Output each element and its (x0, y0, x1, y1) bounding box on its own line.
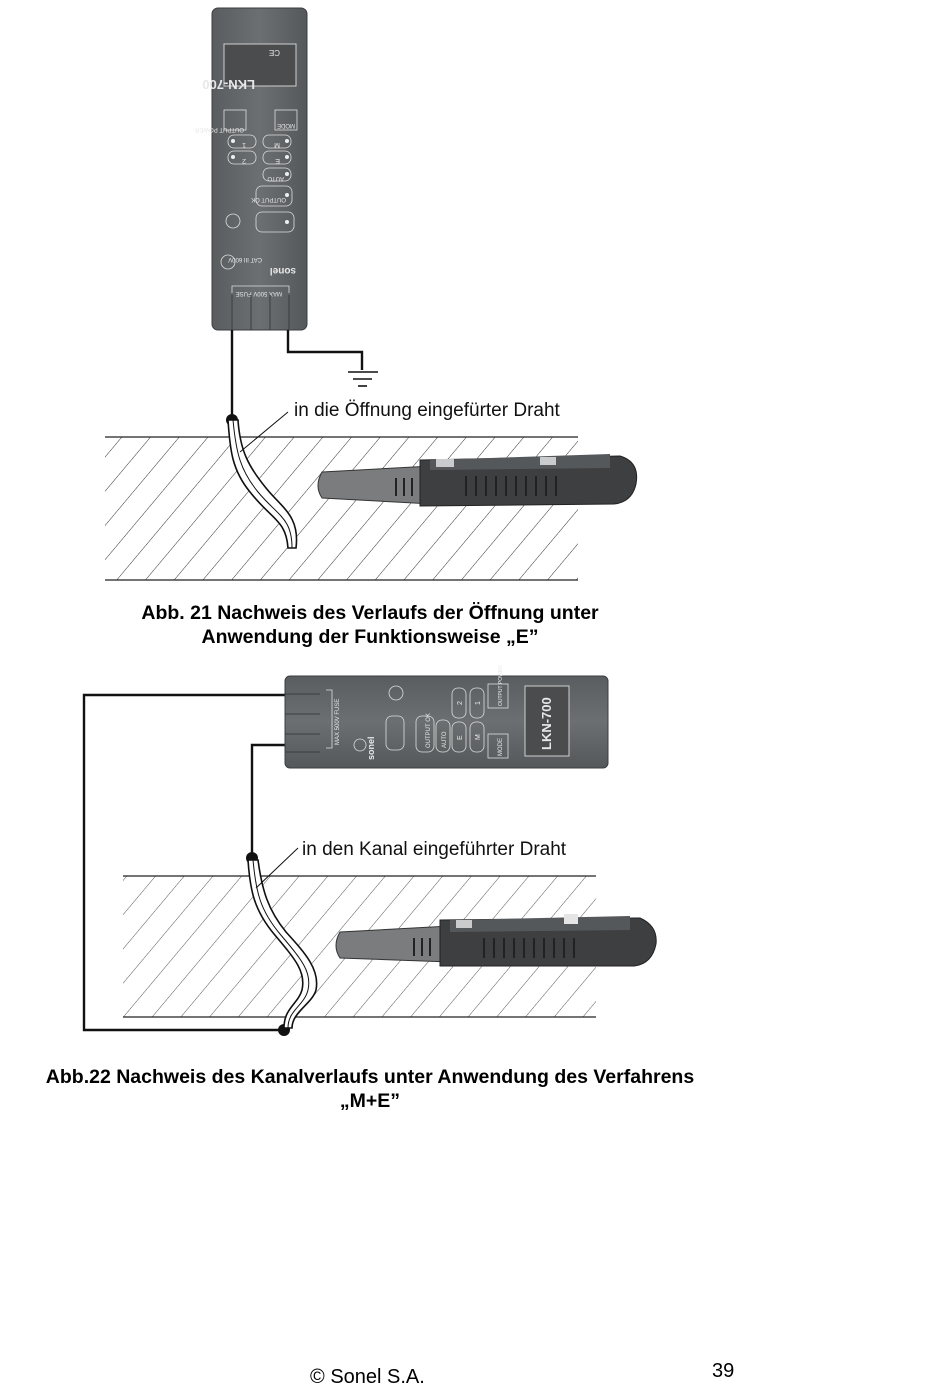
company-name: Sonel S.A. (330, 1366, 425, 1388)
wiring (230, 330, 364, 418)
label-pointer-2 (255, 847, 299, 889)
svg-text:2: 2 (242, 157, 246, 164)
figure-22-caption: Abb.22 Nachweis des Kanalverlaufs unter … (10, 1065, 730, 1113)
svg-text:M: M (475, 734, 482, 740)
figure-21-caption: Abb. 21 Nachweis des Verlaufs der Öffnun… (40, 601, 700, 649)
svg-text:1: 1 (242, 141, 246, 148)
svg-text:AUTO: AUTO (442, 731, 448, 748)
inserted-wire (227, 419, 298, 549)
svg-text:MAX 500V FUSE: MAX 500V FUSE (236, 290, 282, 296)
svg-text:CE: CE (269, 48, 280, 57)
svg-text:OUTPUT OK: OUTPUT OK (251, 196, 286, 202)
svg-text:MODE: MODE (498, 738, 504, 756)
svg-text:MAX 500V FUSE: MAX 500V FUSE (335, 699, 341, 745)
svg-text:OUTPUT POWER: OUTPUT POWER (498, 665, 504, 706)
figure-21-caption-line-1: Abb. 21 Nachweis des Verlaufs der Öffnun… (141, 602, 599, 624)
ground-symbol (348, 371, 378, 387)
svg-text:M: M (274, 141, 280, 148)
figure-22-caption-line-2: „M+E” (339, 1090, 401, 1112)
page-number: 39 (712, 1360, 735, 1382)
figure-21-wire-label: in die Öffnung eingefürter Draht (294, 400, 560, 421)
svg-text:OUTPUT OK: OUTPUT OK (426, 713, 432, 748)
figure-21-illustration: LKN-700 CE OUTPUT POWER MODE OUTPUT OK A… (105, 7, 638, 581)
svg-text:AUTO: AUTO (267, 175, 284, 181)
receiver-device-2 (335, 914, 657, 967)
receiver-device (317, 454, 638, 507)
footer-copyright: © Sonel S.A. (310, 1366, 425, 1389)
inserted-wire-2 (247, 859, 318, 1029)
loop-wiring (82, 693, 286, 1032)
svg-text:E: E (457, 735, 464, 740)
svg-text:1: 1 (475, 701, 482, 705)
svg-text:CAT III 600V: CAT III 600V (228, 256, 262, 262)
copyright-symbol: © (310, 1366, 325, 1388)
figure-22-illustration: MAX 500V FUSE sonel OUTPUT OK AUTO 2 1 E… (82, 665, 657, 1036)
transmitter-model-2: LKN-700 (539, 697, 554, 750)
svg-text:E: E (275, 157, 280, 164)
svg-text:2: 2 (457, 701, 464, 705)
label-pointer (239, 411, 289, 453)
svg-text:sonel: sonel (270, 265, 296, 276)
figure-21-caption-line-2: Anwendung der Funktionsweise „E” (201, 626, 539, 648)
transmitter-model: LKN-700 (202, 77, 255, 92)
svg-text:sonel: sonel (366, 736, 376, 760)
svg-text:MODE: MODE (277, 122, 295, 128)
transmitter-device: LKN-700 CE OUTPUT POWER MODE OUTPUT OK A… (194, 7, 308, 331)
transmitter-device-2: MAX 500V FUSE sonel OUTPUT OK AUTO 2 1 E… (284, 665, 609, 769)
figure-22-wire-label: in den Kanal eingeführter Draht (302, 839, 567, 860)
svg-text:OUTPUT POWER: OUTPUT POWER (194, 126, 244, 132)
figure-22-caption-line-1: Abb.22 Nachweis des Kanalverlaufs unter … (45, 1066, 695, 1088)
